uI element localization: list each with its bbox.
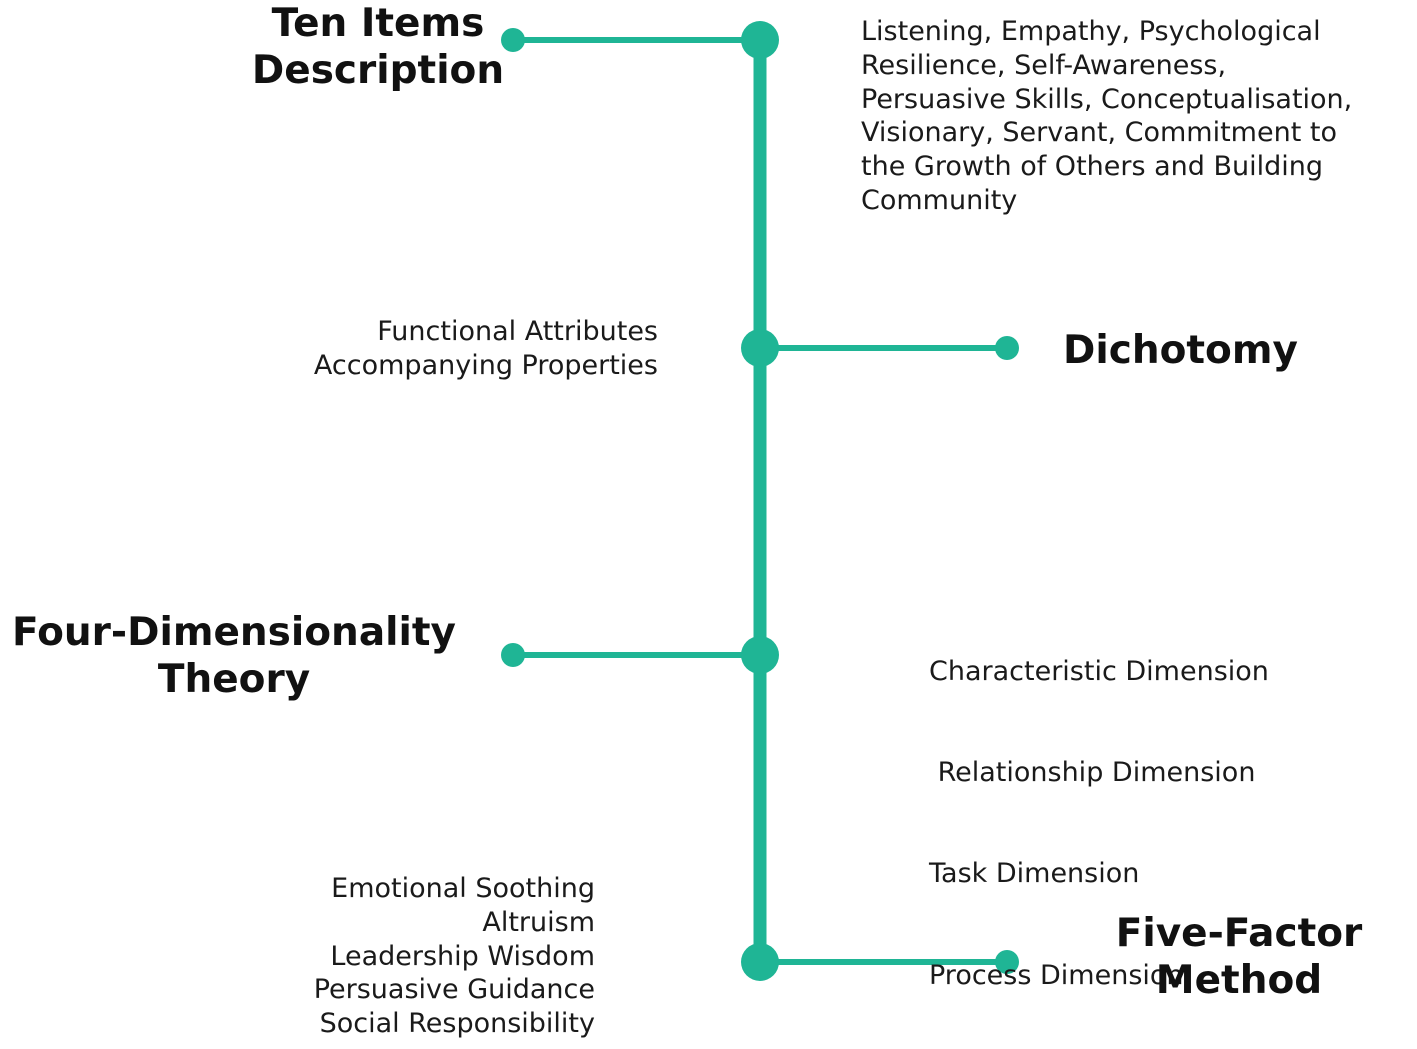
description-line: Community	[861, 184, 1018, 216]
description-line: Altruism	[482, 906, 595, 938]
branch-title-line: Ten Items	[271, 1, 485, 46]
description-line: Leadership Wisdom	[330, 940, 595, 972]
description-line: Social Responsibility	[319, 1008, 595, 1040]
branch-description-four-dimensionality: Characteristic Dimension Relationship Di…	[929, 587, 1269, 1049]
branch-title-four-dimensionality: Four-Dimensionality Theory	[0, 609, 468, 703]
description-line: Listening, Empathy, Psychological	[861, 16, 1321, 47]
description-line: Resilience, Self-Awareness,	[861, 49, 1227, 81]
branch-end-dot-dichotomy	[995, 336, 1019, 360]
branch-end-dot-five-factor	[995, 950, 1019, 974]
branch-title-five-factor: Five-Factor Method	[1098, 910, 1380, 1004]
branch-title-line: Four-Dimensionality	[12, 610, 456, 655]
description-line: Functional Attributes	[377, 316, 658, 347]
description-line: Process Dimension	[929, 959, 1184, 991]
branch-title-ten-items: Ten Items Description	[240, 0, 516, 94]
description-line: Persuasive Skills, Conceptualisation,	[861, 83, 1353, 115]
description-line: Persuasive Guidance	[313, 974, 595, 1006]
branch-title-line: Theory	[157, 657, 311, 702]
spine-node-four-dimensionality	[741, 636, 779, 674]
description-line: Characteristic Dimension	[929, 655, 1269, 687]
description-line: Accompanying Properties	[313, 349, 658, 381]
branch-description-dichotomy: Functional Attributes Accompanying Prope…	[314, 315, 658, 383]
description-line: Visionary, Servant, Commitment to	[861, 117, 1337, 149]
branch-title-line: Dichotomy	[1063, 328, 1298, 373]
description-line: the Growth of Others and Building	[861, 151, 1324, 183]
description-line: Task Dimension	[929, 858, 1140, 890]
spine-node-dichotomy	[741, 329, 779, 367]
branch-description-five-factor: Emotional Soothing Altruism Leadership W…	[314, 872, 595, 1041]
description-line: Emotional Soothing	[331, 873, 595, 904]
branch-end-dot-ten-items	[501, 28, 525, 52]
branch-description-ten-items: Listening, Empathy, Psychological Resili…	[861, 15, 1352, 218]
branch-title-dichotomy: Dichotomy	[1063, 327, 1298, 374]
spine-node-ten-items	[741, 21, 779, 59]
branch-title-line: Five-Factor	[1115, 911, 1363, 956]
branch-title-line: Method	[1155, 958, 1323, 1003]
spine-node-five-factor	[741, 943, 779, 981]
description-line: Relationship Dimension	[929, 756, 1256, 788]
branch-title-line: Description	[251, 48, 505, 93]
branch-end-dot-four-dimensionality	[501, 643, 525, 667]
